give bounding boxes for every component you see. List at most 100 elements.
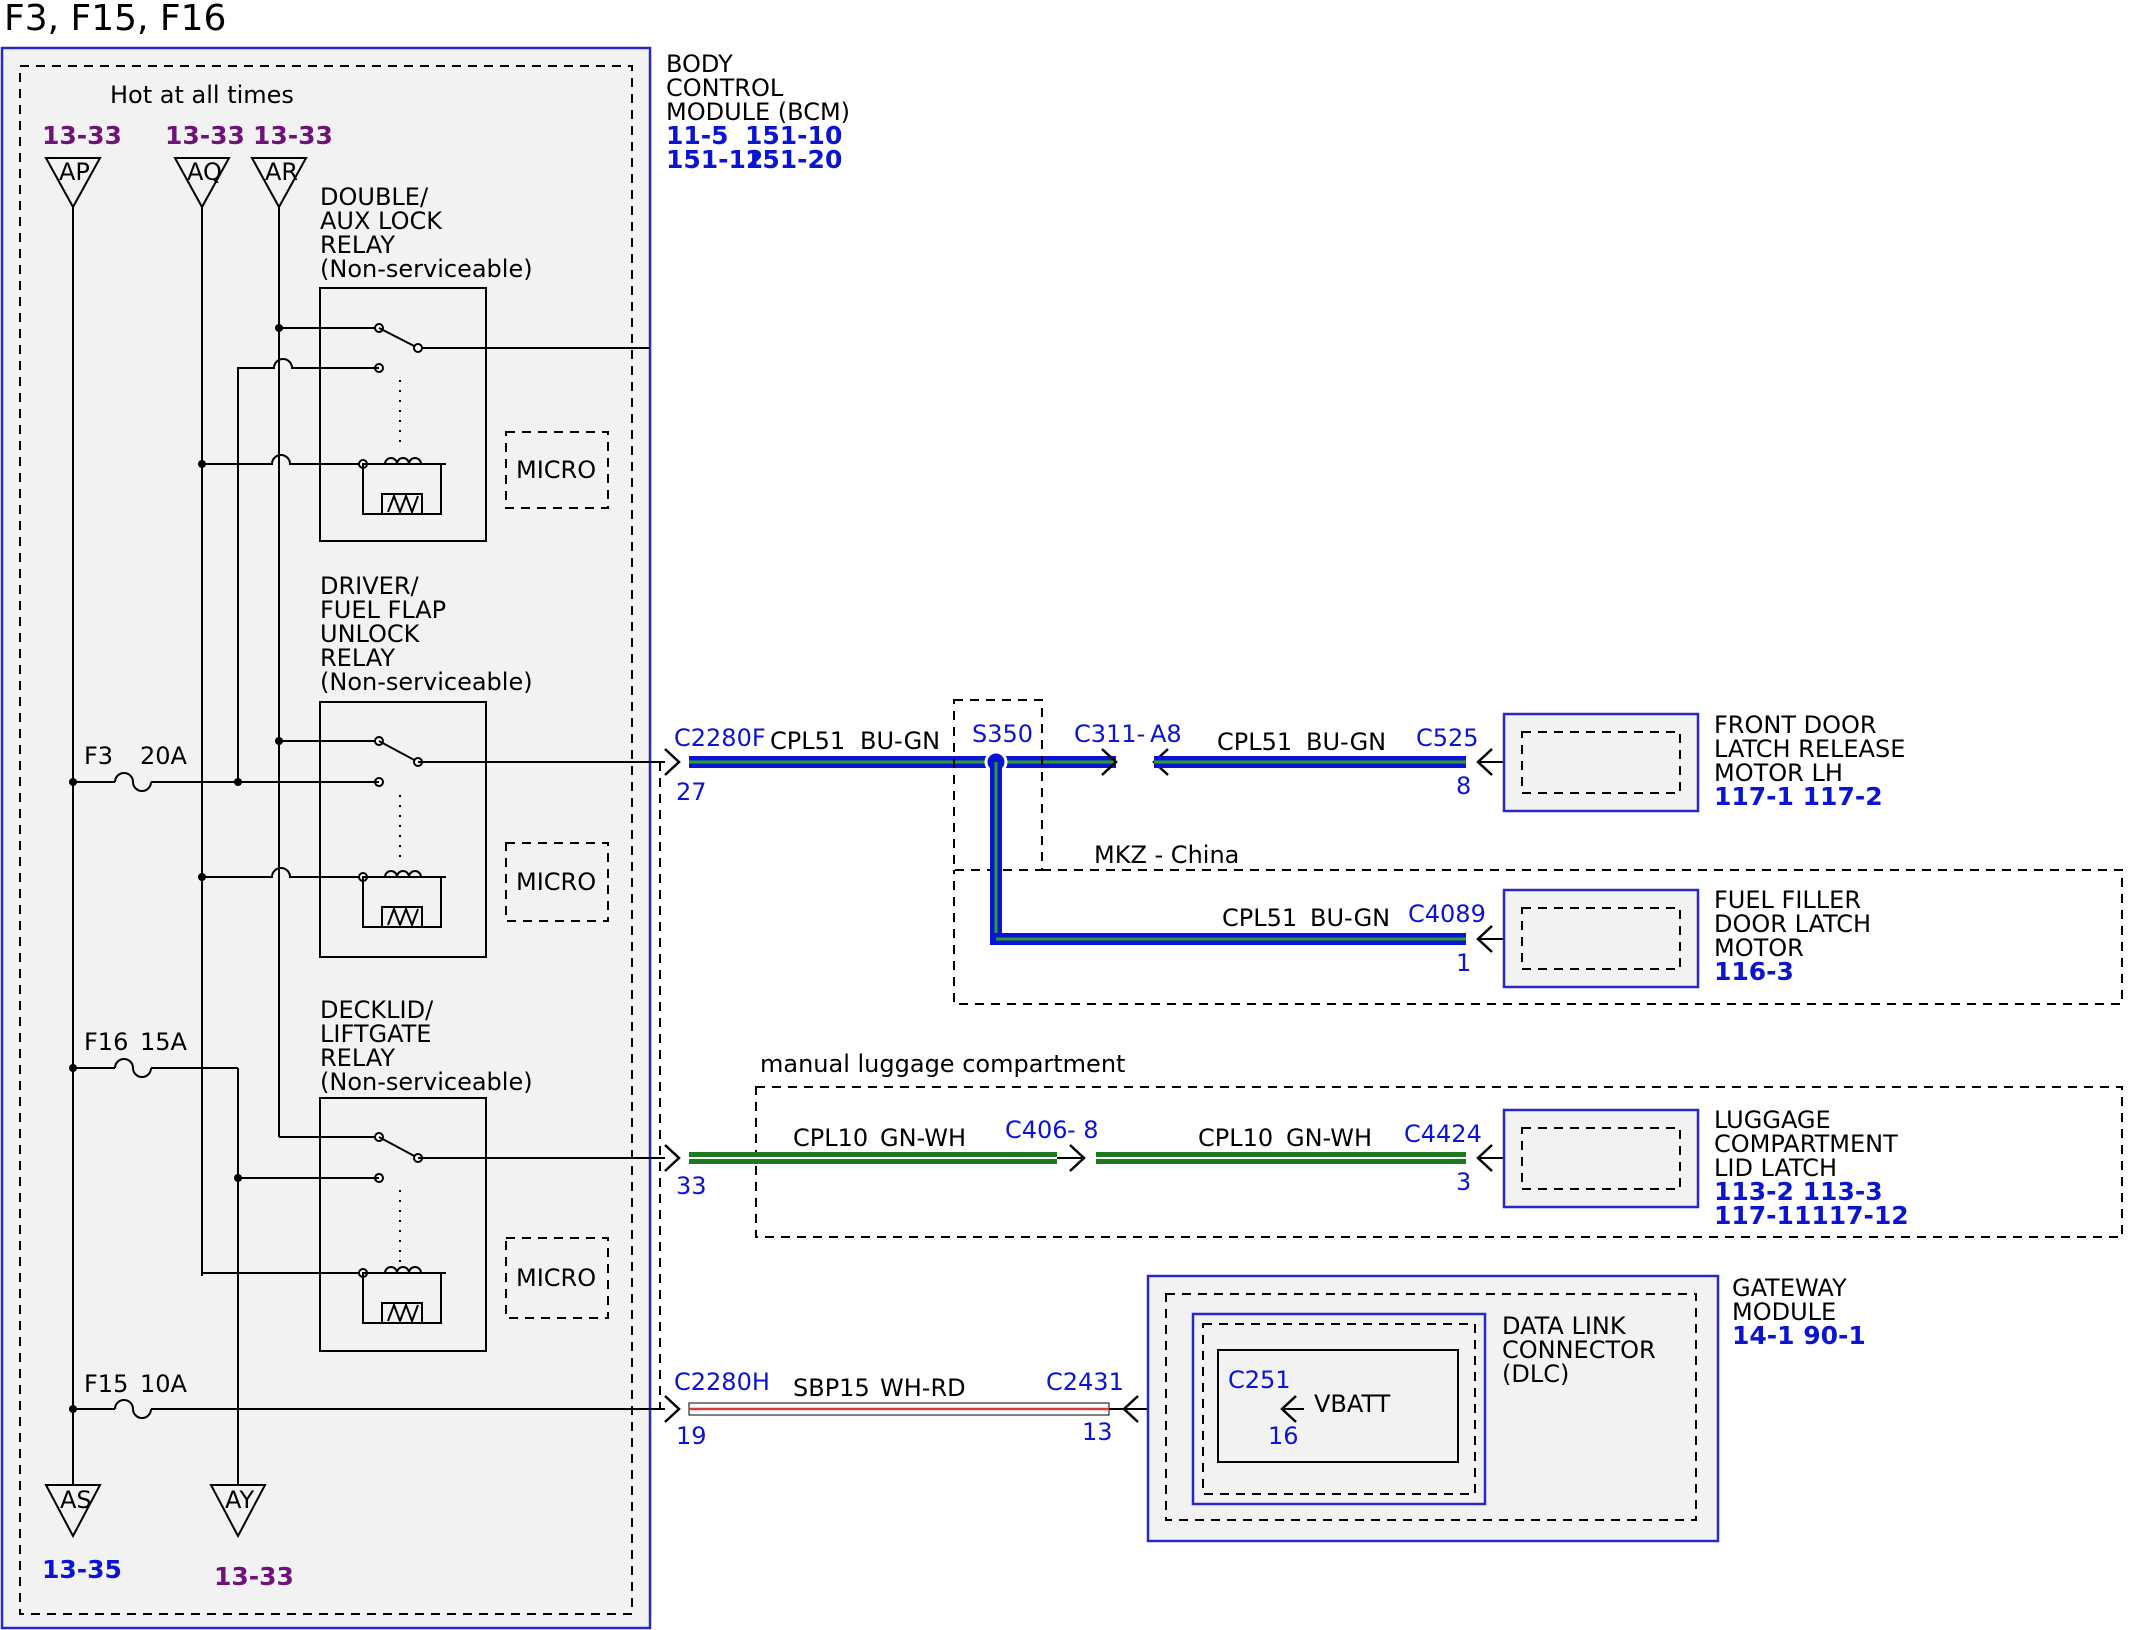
connector-c311[interactable]: C311-: [1074, 720, 1145, 748]
pin-19: 19: [676, 1422, 707, 1450]
relay1-label: DOUBLE/: [320, 183, 429, 211]
front-latch-label: MOTOR LH: [1714, 759, 1843, 787]
gateway-label: GATEWAY: [1732, 1274, 1847, 1302]
bcm-ref[interactable]: 151-20: [745, 145, 842, 174]
terminal-ap-label: AP: [59, 158, 90, 186]
luggage-label: LID LATCH: [1714, 1154, 1837, 1182]
front-latch-label: LATCH RELEASE: [1714, 735, 1905, 763]
gateway-label: MODULE: [1732, 1298, 1836, 1326]
pin-33: 33: [676, 1172, 707, 1200]
wire-label: SBP15: [793, 1374, 870, 1402]
wire-color: GN-WH: [880, 1124, 966, 1152]
micro-box-2: [505, 842, 609, 922]
bcm-name-line3: MODULE (BCM): [666, 98, 850, 126]
vbatt-label: VBATT: [1314, 1390, 1391, 1418]
terminal-aq-label: AQ: [187, 158, 222, 186]
wire-color: GN-WH: [1286, 1124, 1372, 1152]
front-door-latch-box: [1502, 712, 1700, 813]
connector-c2280f[interactable]: C2280F: [674, 724, 766, 752]
splice-s350-label[interactable]: S350: [972, 720, 1033, 748]
wire-label: CPL51: [1217, 728, 1292, 756]
dlc-inner-box: [1217, 1349, 1459, 1463]
fuel-filler-label: MOTOR: [1714, 934, 1804, 962]
pin-3: 3: [1456, 1168, 1471, 1196]
connector-c4089[interactable]: C4089: [1408, 900, 1486, 928]
fuse-f16-name: F16: [84, 1028, 128, 1056]
front-latch-label: FRONT DOOR: [1714, 711, 1877, 739]
terminal-ref-ap[interactable]: 13-33: [42, 121, 122, 150]
luggage-ref[interactable]: 113-2 113-3: [1714, 1177, 1883, 1206]
relay2-label: RELAY: [320, 644, 395, 672]
bcm-ref[interactable]: 151-12: [666, 145, 763, 174]
connector-c2431[interactable]: C2431: [1046, 1368, 1124, 1396]
relay3-box: [319, 1097, 487, 1352]
terminal-ay-label: AY: [225, 1486, 255, 1514]
fuel-filler-ref[interactable]: 116-3: [1714, 957, 1794, 986]
terminal-ar: AR: [250, 157, 308, 210]
pin-8: 8: [1456, 772, 1471, 800]
connector-c251[interactable]: C251: [1228, 1366, 1291, 1394]
luggage-label: LUGGAGE: [1714, 1106, 1831, 1134]
terminal-ref-ar[interactable]: 13-33: [253, 121, 333, 150]
connector-c311-pin: A8: [1150, 720, 1182, 748]
relay2-label: FUEL FLAP: [320, 596, 446, 624]
fuse-f3-symbol: [114, 772, 152, 792]
wire-color: BU-GN: [1310, 904, 1390, 932]
relay1-box: [319, 287, 487, 542]
fuse-f15-name: F15: [84, 1370, 128, 1398]
wire-label: CPL51: [1222, 904, 1297, 932]
front-latch-ref[interactable]: 117-1 117-2: [1714, 782, 1883, 811]
fuel-filler-label: FUEL FILLER: [1714, 886, 1861, 914]
connector-c406[interactable]: C406: [1005, 1116, 1068, 1144]
dlc-label: DATA LINK: [1502, 1312, 1627, 1340]
fuse-f15-symbol: [114, 1399, 152, 1419]
gateway-ref[interactable]: 14-1 90-1: [1732, 1321, 1866, 1350]
fuel-filler-box: [1502, 888, 1700, 989]
luggage-ref[interactable]: 117-11117-12: [1714, 1201, 1909, 1230]
terminal-ref-ay[interactable]: 13-33: [214, 1562, 294, 1591]
dlc-label: (DLC): [1502, 1360, 1569, 1388]
terminal-ay: AY: [209, 1484, 267, 1539]
terminal-ref-as[interactable]: 13-35: [42, 1555, 122, 1584]
pin-13: 13: [1082, 1418, 1113, 1446]
connector-c4424[interactable]: C4424: [1404, 1120, 1482, 1148]
pin-16: 16: [1268, 1422, 1299, 1450]
terminal-ap: AP: [44, 157, 102, 210]
fuse-f3-rating: 20A: [140, 742, 188, 770]
connector-c525[interactable]: C525: [1416, 724, 1479, 752]
fuse-f16-symbol: [114, 1058, 152, 1078]
page-title: F3, F15, F16: [4, 0, 226, 39]
manual-luggage-note: manual luggage compartment: [760, 1050, 1125, 1078]
relay1-label: (Non-serviceable): [320, 255, 533, 283]
dlc-label: CONNECTOR: [1502, 1336, 1656, 1364]
fuse-f15-rating: 10A: [140, 1370, 188, 1398]
micro-label-2: MICRO: [516, 868, 596, 896]
bcm-name-line2: CONTROL: [666, 74, 784, 102]
bcm-inner-dashed-box: [19, 65, 633, 1615]
relay2-label: (Non-serviceable): [320, 668, 533, 696]
terminal-as: AS: [44, 1484, 102, 1539]
bcm-module-box: [0, 46, 652, 1630]
relay3-label: LIFTGATE: [320, 1020, 431, 1048]
relay1-label: RELAY: [320, 231, 395, 259]
wire-label: CPL51: [770, 727, 845, 755]
terminal-ar-label: AR: [265, 158, 298, 186]
bcm-ref[interactable]: 11-5: [666, 121, 729, 150]
wire-color: WH-RD: [880, 1374, 966, 1402]
wire-label: CPL10: [1198, 1124, 1273, 1152]
bcm-name-line1: BODY: [666, 50, 733, 78]
relay2-label: DRIVER/: [320, 572, 419, 600]
hot-at-all-times-label: Hot at all times: [110, 81, 294, 109]
connector-c406-pin: - 8: [1067, 1116, 1099, 1144]
relay2-label: UNLOCK: [320, 620, 421, 648]
wire-color: BU-GN: [1306, 728, 1386, 756]
pin-27: 27: [676, 778, 707, 806]
connector-c2280h[interactable]: C2280H: [674, 1368, 770, 1396]
relay3-label: RELAY: [320, 1044, 395, 1072]
terminal-ref-aq[interactable]: 13-33: [165, 121, 245, 150]
relay3-label: (Non-serviceable): [320, 1068, 533, 1096]
bcm-ref[interactable]: 151-10: [745, 121, 842, 150]
micro-box-3: [505, 1237, 609, 1319]
mkz-china-note: MKZ - China: [1094, 841, 1239, 869]
